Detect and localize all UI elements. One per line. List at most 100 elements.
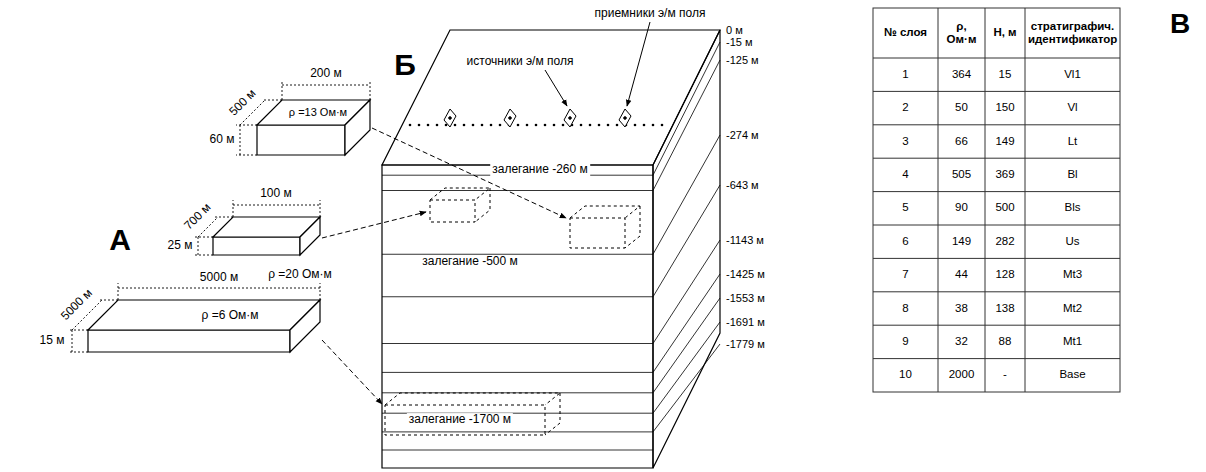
leader-arrows <box>322 22 650 404</box>
layer-boundary <box>382 42 720 175</box>
layer-boundary <box>382 185 720 297</box>
panel-letter: А <box>109 223 131 258</box>
block-top <box>88 300 320 330</box>
survey-dot <box>481 124 484 127</box>
layer-boundary <box>382 240 720 344</box>
table-cell: 128 <box>988 268 1022 281</box>
cube-side <box>653 30 720 468</box>
table-cell: Base <box>1028 369 1117 382</box>
dimension-label: 5000 м <box>59 287 96 324</box>
dimension-line <box>282 80 370 100</box>
loop-center <box>509 117 512 120</box>
dimension-label: 100 м <box>260 187 292 201</box>
loop-symbol <box>619 109 631 127</box>
table-cell: 3 <box>876 135 935 148</box>
leader-arrow <box>322 340 382 404</box>
table-cell: 10 <box>876 369 935 382</box>
table-cell: 4 <box>876 168 935 181</box>
table-cell: 32 <box>941 335 982 348</box>
survey-dot <box>472 124 475 127</box>
table-cell: 44 <box>941 268 982 281</box>
table-cell: Vl1 <box>1028 68 1117 81</box>
table-cell: 38 <box>941 302 982 315</box>
survey-dot <box>526 124 529 127</box>
dimension-label: 700 м <box>182 201 214 233</box>
depth-note: залегание -500 м <box>420 255 520 269</box>
layer-boundary <box>382 298 720 393</box>
loop-symbol <box>444 109 456 127</box>
depth-mark: -274 м <box>726 129 759 142</box>
table-cell: 364 <box>941 68 982 81</box>
table-cell: - <box>988 369 1022 382</box>
layer-boundary <box>382 135 720 254</box>
leader-arrow <box>627 22 650 106</box>
table-cell: 90 <box>941 202 982 215</box>
section-cube <box>382 30 720 468</box>
dimension-line <box>233 200 320 217</box>
depth-mark: -1553 м <box>726 292 765 305</box>
depth-mark: -15 м <box>726 36 753 49</box>
table-row-line <box>873 258 1120 259</box>
target-bodies <box>385 188 640 435</box>
layer-boundary <box>382 450 653 451</box>
table-cell: Lt <box>1028 135 1117 148</box>
survey-dot <box>544 124 547 127</box>
dimension-label: 15 м <box>40 334 65 348</box>
target-body <box>570 206 640 248</box>
table-cell: 7 <box>876 268 935 281</box>
panel-letter: Б <box>394 48 416 83</box>
survey-dot <box>643 124 646 127</box>
layer-boundary <box>382 322 720 413</box>
dimension-lines <box>68 80 370 352</box>
layer-boundaries <box>382 42 720 450</box>
survey-dot <box>553 124 556 127</box>
depth-note: залегание -260 м <box>490 163 590 177</box>
cube-top <box>382 30 720 165</box>
leader-arrow <box>545 70 567 106</box>
survey-dot <box>598 124 601 127</box>
survey-dot <box>454 124 457 127</box>
dimension-label: 60 м <box>210 133 235 147</box>
table-cell: 2 <box>876 101 935 114</box>
table-cell: 1 <box>876 68 935 81</box>
resistivity-label: ρ =13 Ом·м <box>289 106 347 119</box>
block-side <box>290 300 320 352</box>
table-cell: 138 <box>988 302 1022 315</box>
table-row-line <box>873 291 1120 292</box>
block-front <box>88 330 290 352</box>
table-cell: 369 <box>988 168 1022 181</box>
survey-dot <box>436 124 439 127</box>
survey-dot <box>427 124 430 127</box>
table-cell: Mt1 <box>1028 335 1117 348</box>
table-row-line <box>873 358 1120 359</box>
target-body <box>430 188 490 222</box>
table-cell: Bls <box>1028 202 1117 215</box>
depth-mark: -643 м <box>726 179 759 192</box>
table-cell: 500 <box>988 202 1022 215</box>
table-row-line <box>873 325 1120 326</box>
table-header: ρ, Ом·м <box>941 20 982 46</box>
table-header: H, м <box>988 26 1022 39</box>
depth-mark: -1779 м <box>726 338 765 351</box>
target-body <box>385 393 560 435</box>
table-cell: 88 <box>988 335 1022 348</box>
table-cell: Mt2 <box>1028 302 1117 315</box>
field-loops <box>444 109 631 127</box>
survey-dot <box>589 124 592 127</box>
survey-dot <box>580 124 583 127</box>
block-front <box>257 125 345 155</box>
resistivity-label: ρ =20 Ом·м <box>268 268 332 282</box>
table-cell: 6 <box>876 235 935 248</box>
table-cell: 282 <box>988 235 1022 248</box>
survey-dot <box>409 124 412 127</box>
depth-mark: -1691 м <box>726 316 765 329</box>
model-block <box>88 100 370 352</box>
dimension-label: 500 м <box>227 87 259 119</box>
block-side <box>300 217 320 255</box>
dimension-label: 200 м <box>310 67 342 81</box>
leader-arrow <box>322 212 426 238</box>
table-cell: 505 <box>941 168 982 181</box>
table-header: № слоя <box>876 26 935 39</box>
table-cell: 66 <box>941 135 982 148</box>
